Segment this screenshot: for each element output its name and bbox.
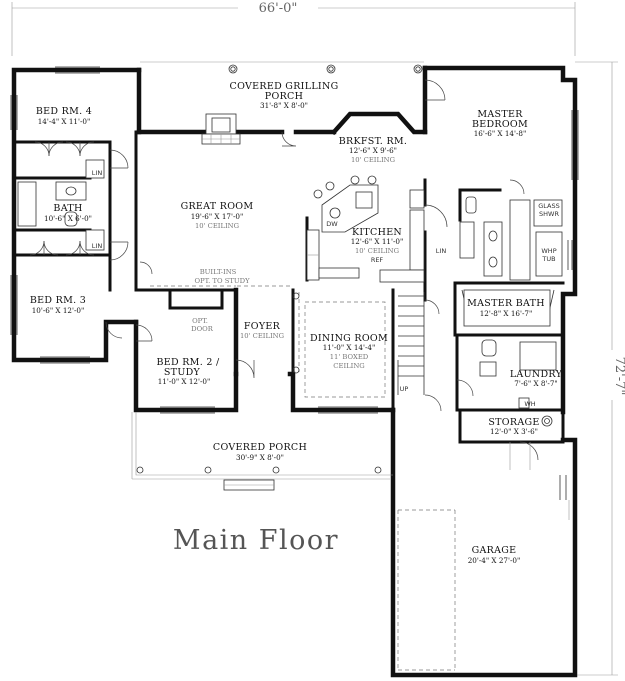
opt-door-note-2: DOOR xyxy=(191,325,214,333)
overall-width-label: 66'-0" xyxy=(259,1,298,16)
dining-dims: 11'-0" X 14'-4" xyxy=(323,343,376,352)
overall-depth-label: 72'-7" xyxy=(612,357,625,396)
kitchen-dims: 12'-6" X 11'-0" xyxy=(351,237,404,246)
bed4-dims: 14'-4" X 11'-0" xyxy=(38,117,91,126)
whirlpool-tub-1: WHP xyxy=(541,247,556,255)
garage-dims: 20'-4" X 27'-0" xyxy=(468,556,521,565)
overall-depth-dimension: 72'-7" xyxy=(575,61,625,676)
bath-fixtures xyxy=(17,159,563,470)
kitchen-ceiling: 10' CEILING xyxy=(355,247,399,255)
master-bedroom-name-1: MASTER xyxy=(477,109,523,120)
brkfst-dims: 12'-6" X 9'-6" xyxy=(349,146,397,155)
front-porch xyxy=(131,412,393,491)
kitchen-name: KITCHEN xyxy=(352,227,402,238)
kitchen-ref: REF xyxy=(371,256,384,264)
closet-doors xyxy=(29,79,539,461)
dining-ceiling-1: 11' BOXED xyxy=(330,353,369,361)
bed3-dims: 10'-6" X 12'-0" xyxy=(32,306,85,315)
brkfst-name: BRKFST. RM. xyxy=(339,136,408,147)
overall-width-dimension: 66'-0" xyxy=(11,0,576,56)
bed2-name-1: BED RM. 2 / xyxy=(156,357,220,368)
bath-name: BATH xyxy=(53,203,82,214)
bath-linen-2: LIN xyxy=(92,242,103,250)
opt-door-note-1: OPT. xyxy=(192,317,208,325)
master-bedroom-dims: 16'-6" X 14'-8" xyxy=(474,129,527,138)
master-bath-dims: 12'-8" X 16'-7" xyxy=(480,309,533,318)
laundry-name: LAUNDRY xyxy=(510,369,563,380)
garage-door xyxy=(397,500,570,671)
bed2-name-2: STUDY xyxy=(164,367,201,378)
water-heater: WH xyxy=(524,400,535,408)
dining-name: DINING ROOM xyxy=(310,333,388,344)
builtins-note-1: BUILT-INS xyxy=(200,268,237,276)
glass-shower-2: SHWR xyxy=(539,210,559,218)
whirlpool-tub-2: TUB xyxy=(541,255,555,263)
grilling-porch-name-2: PORCH xyxy=(265,91,303,102)
brkfst-ceiling: 10' CEILING xyxy=(351,156,395,164)
bath-dims: 10'-6" X 6'-0" xyxy=(44,214,92,223)
windows xyxy=(10,66,579,500)
dining-ceiling-2: CEILING xyxy=(333,362,364,370)
master-bedroom-name-2: BEDROOM xyxy=(472,119,528,130)
stairs xyxy=(397,292,425,395)
bed3-name: BED RM. 3 xyxy=(30,295,86,306)
covered-porch-dims: 30'-9" X 8'-0" xyxy=(236,453,284,462)
plan-title: Main Floor xyxy=(173,525,339,556)
grilling-porch-name-1: COVERED GRILLING xyxy=(230,81,339,92)
covered-porch-name: COVERED PORCH xyxy=(213,442,307,453)
garage-name: GARAGE xyxy=(472,545,517,556)
great-room-dims: 19'-6" X 17'-0" xyxy=(191,212,244,221)
bed2-dims: 11'-0" X 12'-0" xyxy=(158,377,211,386)
storage-name: STORAGE xyxy=(488,417,539,428)
ceiling-outlines xyxy=(150,285,386,398)
stair-up: UP xyxy=(400,385,409,393)
glass-shower-1: GLASS xyxy=(538,202,560,210)
master-bath-name: MASTER BATH xyxy=(467,298,545,309)
foyer-ceiling: 10' CEILING xyxy=(240,332,284,340)
storage-dims: 12'-0" X 3'-6" xyxy=(490,427,538,436)
bed4-name: BED RM. 4 xyxy=(36,106,92,117)
kitchen-counters xyxy=(306,175,425,283)
kitchen-dw: DW xyxy=(326,220,338,228)
fireplace xyxy=(201,113,241,145)
laundry-dims: 7'-6" X 8'-7" xyxy=(514,379,557,388)
grilling-porch-dims: 31'-8" X 8'-0" xyxy=(260,101,308,110)
builtins-note-2: OPT. TO STUDY xyxy=(194,277,250,285)
great-room-ceiling: 10' CEILING xyxy=(195,222,239,230)
foyer-name: FOYER xyxy=(244,321,281,332)
room-labels: COVERED GRILLING PORCH 31'-8" X 8'-0" BE… xyxy=(30,81,563,565)
bath-linen-1: LIN xyxy=(92,169,103,177)
master-linen: LIN xyxy=(436,247,447,255)
great-room-name: GREAT ROOM xyxy=(181,201,254,212)
grilling-porch-columns xyxy=(140,61,424,74)
